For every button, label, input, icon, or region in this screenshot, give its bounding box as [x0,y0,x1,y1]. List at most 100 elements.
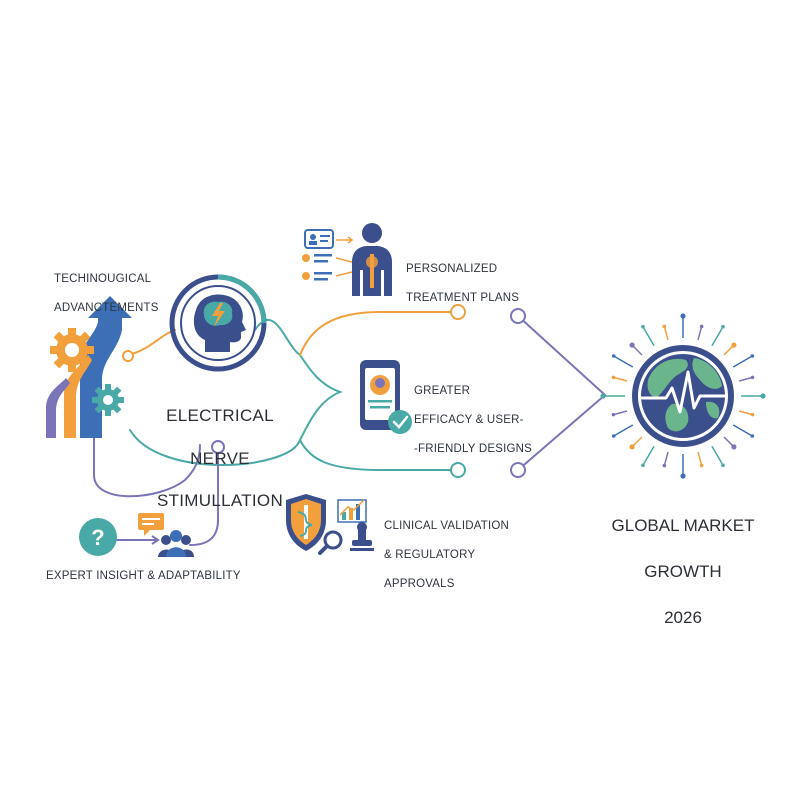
center-title-line-1: ELECTRICAL [166,406,274,426]
globe-ray [732,424,753,437]
clinical-icon-group [286,494,374,555]
globe-ray-dot [611,354,616,358]
expert-link-line [93,429,201,498]
lightning-icon [212,303,225,327]
clinical-line-2: & REGULATORY [384,549,476,562]
globe-ray-dot [662,324,667,329]
loop-upper-line [254,318,301,356]
person-body-icon [352,223,392,296]
chevron-lower-line [517,394,606,471]
center-title-line-3: STIMULLATION [156,491,284,511]
globe-ray [642,326,655,347]
globe-ray [663,451,669,466]
globe-ray-dot [750,375,755,380]
globe-ray-dot [641,324,645,329]
expert-icon-group: ? [79,513,194,557]
arrow-swoosh-orange [64,355,92,438]
globe-ray [697,451,703,466]
globe-ray-dot [611,434,616,438]
smartphone-icon [360,360,412,434]
globe-ray-dot [680,473,686,479]
bar-chart-icon [337,499,367,523]
globe-ray [663,326,669,341]
globe-ray-dot [699,463,704,468]
node-upper-right [450,304,466,320]
globe-ray [613,410,628,416]
efficacy-line-1: GREATER [414,385,471,398]
efficacy-line-3: -FRIENDLY DESIGNS [414,442,532,455]
stamp-icon [350,522,374,551]
tech-to-center-line [127,329,176,356]
globe-ray-dot [680,313,686,319]
upper-branch-line [299,311,456,356]
globe-ray-dot [662,463,667,468]
lower-branch-line [299,439,456,471]
globe-rays [600,313,766,479]
node-lower-right [450,462,466,478]
question-icon: ? [79,518,117,556]
node-chevron-top [510,308,526,324]
globe-ray-dot [760,393,766,399]
globe-ray [697,326,703,341]
efficacy-line-2: EFFICACY & USER- [414,414,524,427]
personalized-label: PERSONALIZED TREATMENT PLANS [406,248,556,320]
personalized-line-1: PERSONALIZED [406,263,498,276]
globe-ray [711,326,724,347]
expert-label: EXPERT INSIGHT & ADAPTABILITY [46,570,241,582]
tech-advancements-label: TECHINOUGICAL ADVANCTEMENTS [54,258,184,330]
tech-advancement-icon-group [46,296,132,438]
globe-ray [738,410,753,416]
tech-label-line-2: ADVANCTEMENTS [54,302,159,315]
brain-badge [169,274,267,372]
personalized-icon-group [302,223,392,296]
chevron-upper-line [517,315,606,396]
chat-bubble-icon [138,513,164,536]
people-link-line [189,449,219,546]
id-card-icon [304,229,354,249]
market-title-line-3: 2026 [664,607,702,627]
shield-caduceus-icon [286,494,326,551]
clinical-line-1: CLINICAL VALIDATION [384,520,510,533]
node-tech-end [122,350,134,362]
market-title-line-2: GROWTH [644,561,722,581]
list-icon-lower [302,271,353,281]
globe-ray-dot [699,324,704,329]
magnifier-icon [318,530,343,555]
globe-ray-dot [721,324,725,329]
globe-ray-dot [600,393,606,399]
tech-label-line-1: TECHINOUGICAL [54,273,152,286]
center-title: ELECTRICAL NERVE STIMULLATION [140,384,300,533]
globe-ray [732,355,753,368]
globe-ray-dot [731,444,737,450]
globe-ray [642,445,655,466]
globe-ray-dot [629,444,635,450]
globe-ray-dot [750,354,755,358]
efficacy-label: GREATER EFFICACY & USER- -FRIENDLY DESIG… [414,370,554,471]
heartbeat-icon [640,370,726,414]
node-people-top [211,440,225,454]
globe-ray-dot [641,463,645,468]
globe-icon [632,345,734,447]
market-title-line-1: GLOBAL MARKET [611,515,755,535]
globe-ray [613,355,634,368]
arrow-head [151,535,160,545]
globe-ray-dot [629,342,635,348]
globe-ray-dot [611,375,616,380]
list-icon-upper [302,254,353,263]
svg-text:?: ? [91,525,104,550]
globe-ray [613,424,634,437]
clinical-line-3: APPROVALS [384,577,455,590]
globe-ray-dot [611,412,616,417]
market-title: GLOBAL MARKET GROWTH 2026 [598,492,768,653]
globe-ray-dot [721,463,725,468]
personalized-line-2: TREATMENT PLANS [406,292,520,305]
globe-ray-dot [750,434,755,438]
globe-ray [738,376,753,382]
globe-ray-dot [750,412,755,417]
gear-icon [50,328,94,372]
globe-ray [613,376,628,382]
checkmark-icon [388,410,412,434]
node-chevron-bottom [510,462,526,478]
clinical-label: CLINICAL VALIDATION & REGULATORY APPROVA… [384,505,534,606]
